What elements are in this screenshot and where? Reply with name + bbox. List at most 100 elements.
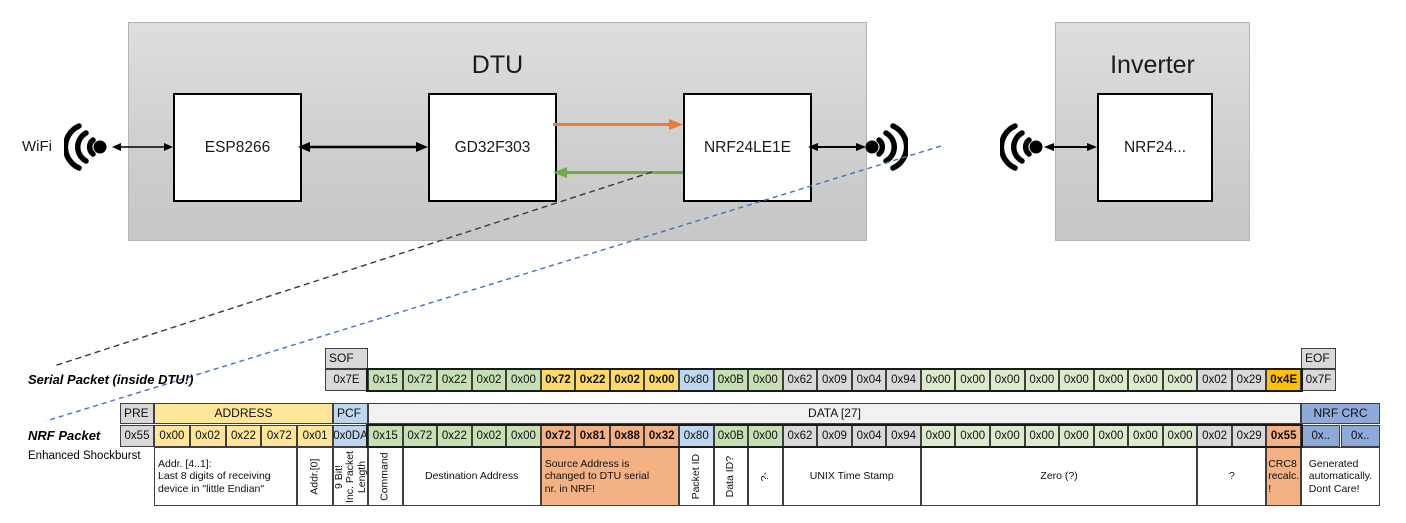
nrf-byte: 0x72 [540,425,576,447]
inverter-nrf24-label: NRF24... [1123,138,1186,156]
address-byte: 0x72 [261,425,298,447]
nrf-byte: 0x0B [713,425,749,447]
serial-byte: 0x29 [1231,369,1267,391]
address-header: ADDRESS [154,403,333,424]
serial-byte: 0x00 [989,369,1025,391]
nrf-byte: 0x80 [678,425,714,447]
annotation-addr-high: Addr. [4..1]: Last 8 digits of receiving… [154,447,298,506]
serial-byte: 0x02 [609,369,645,391]
annotation-data-id: Data ID? [713,447,749,506]
serial-byte: 0x72 [402,369,438,391]
annotation-nrf-crc-note: Generated automatically. Dont Care! [1300,447,1380,506]
nrf-byte: 0x04 [851,425,887,447]
nrf-byte: 0x00 [506,425,541,447]
nrf-crc-header: NRF CRC [1300,403,1380,424]
nrf-packet-label: NRF Packet [28,428,101,443]
nrf-byte: 0x00 [1024,425,1060,447]
nrf-byte: 0x55 [1266,425,1301,447]
serial-byte: 0x00 [1059,369,1094,391]
sof-header: SOF [325,348,368,369]
nrf-to-gd32-arrow [553,167,683,178]
nrf-byte: 0x00 [1162,425,1198,447]
serial-byte: 0x4E [1266,369,1301,391]
serial-byte: 0x62 [782,369,818,391]
wifi-icon [865,123,908,171]
nrf-byte: 0x29 [1231,425,1267,447]
nrf-byte: 0x72 [402,425,438,447]
nrf-byte: 0x00 [748,425,783,447]
annotation-destination-address: Destination Address [402,447,541,506]
inverter-title: Inverter [1110,51,1195,79]
address-byte: 0x00 [154,425,190,447]
serial-byte: 0x02 [1197,369,1232,391]
wifi-icon [1000,123,1043,171]
data-header: DATA [27] [368,403,1301,424]
serial-byte: 0x09 [817,369,852,391]
inverter-wifi-arrow [1044,143,1097,151]
enhanced-shockburst-label: Enhanced Shockburst [28,450,141,462]
serial-byte: 0x00 [1128,369,1163,391]
serial-byte: 0x04 [851,369,887,391]
nrf-byte: 0x00 [1059,425,1094,447]
gd32-to-nrf-arrow [553,119,683,130]
serial-byte: 0x15 [368,369,403,391]
pre-header: PRE [120,403,154,424]
serial-byte: 0x02 [471,369,507,391]
nrf-byte: 0x00 [1093,425,1129,447]
serial-byte: 0x00 [1093,369,1129,391]
nrf-byte: 0x15 [368,425,403,447]
nrf-byte: 0x00 [920,425,956,447]
nrf-byte: 0x00 [989,425,1025,447]
serial-byte: 0x80 [678,369,714,391]
annotation-question: ? [1197,447,1267,506]
nrf-byte: 0x02 [471,425,507,447]
annotation-command: Command [368,447,403,506]
esp8266-label: ESP8266 [204,138,271,156]
nrf-byte: 0x00 [955,425,990,447]
pre-value: 0x55 [120,425,154,447]
nrf-byte: 0x00 [1128,425,1163,447]
annotation-crc8: CRC8 recalc. ! [1266,447,1301,506]
serial-byte: 0x00 [920,369,956,391]
gd32f303-chip: GD32F303 [428,93,557,202]
annotation-unix-time-stamp: UNIX Time Stamp [782,447,921,506]
serial-byte: 0x72 [540,369,576,391]
nrf-crc-byte: 0x.. [1300,425,1341,447]
annotation-zero: Zero (?) [920,447,1198,506]
wifi-label: WiFi [22,138,52,155]
serial-packet-label: Serial Packet (inside DTU!) [28,372,194,387]
pcf-header: PCF [333,403,368,424]
serial-byte: 0x0B [713,369,749,391]
pcf-value: 0x0DA [333,425,368,447]
nrf-crc-byte: 0x.. [1340,425,1380,447]
nrf-byte: 0x02 [1197,425,1232,447]
eof-header: EOF [1300,348,1336,369]
annotation-unknown: ?- [748,447,783,506]
inverter-nrf24-chip: NRF24... [1097,93,1213,202]
nrf-byte: 0x62 [782,425,818,447]
address-byte: 0x02 [189,425,226,447]
nrf-byte: 0x88 [609,425,645,447]
nrf24le1e-label: NRF24LE1E [703,138,791,156]
serial-byte: 0x00 [955,369,990,391]
esp-gd32-arrow [298,142,428,152]
gd32f303-label: GD32F303 [454,138,531,156]
address-byte: 0x01 [297,425,333,447]
serial-byte: 0x00 [748,369,783,391]
nrf-wifi-arrow [808,143,866,151]
dtu-title: DTU [471,51,524,79]
serial-byte: 0x00 [1162,369,1198,391]
wifi-esp-arrow [112,143,173,151]
nrf-byte: 0x22 [437,425,472,447]
wifi-icon [64,123,107,171]
nrf-byte: 0x81 [575,425,610,447]
annotation-pcf-note: 9 Bit! Inc. Packet Length [333,447,368,506]
serial-byte: 0x94 [886,369,921,391]
nrf-byte: 0x09 [817,425,852,447]
serial-byte: 0x22 [575,369,610,391]
annotation-source-address: Source Address is changed to DTU serial … [540,447,679,506]
serial-byte: 0x22 [437,369,472,391]
serial-byte: 0x00 [1024,369,1060,391]
